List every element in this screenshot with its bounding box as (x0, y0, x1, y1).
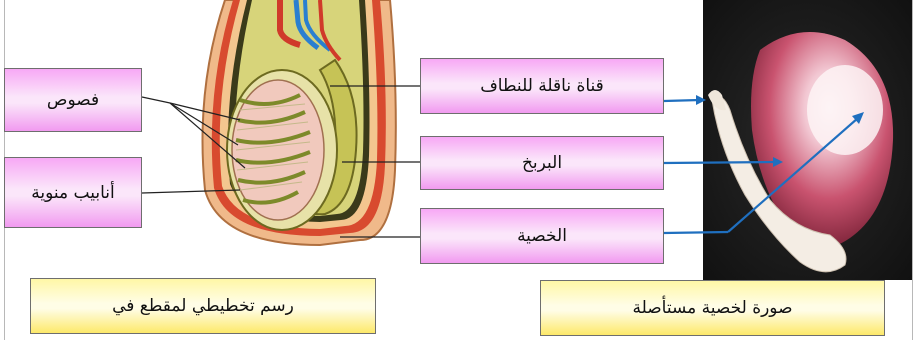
label-seminiferous-tubules: أنابيب منوية (4, 157, 142, 228)
testis-photo (703, 0, 912, 280)
caption-photo: صورة لخصية مستأصلة (540, 280, 885, 336)
scrotum-section (203, 0, 396, 245)
label-vas-deferens: قناة ناقلة للنطاف (420, 58, 664, 114)
label-epididymis: البربخ (420, 136, 664, 190)
caption-diagram: رسم تخطيطي لمقطع في (30, 278, 376, 334)
label-testis: الخصية (420, 208, 664, 264)
label-lobes: فصوص (4, 68, 142, 132)
